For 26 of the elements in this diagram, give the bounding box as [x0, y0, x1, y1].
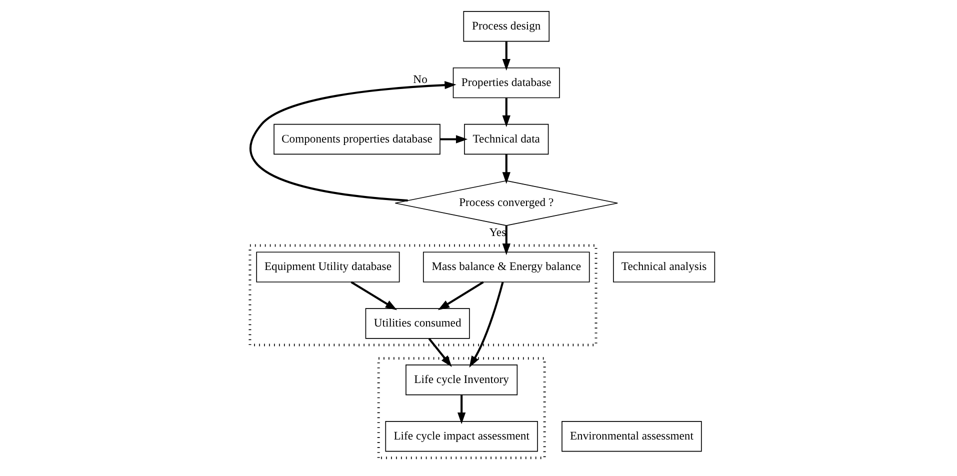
arrow	[468, 282, 504, 368]
arrow	[440, 135, 468, 144]
node-box: Components properties database	[273, 124, 440, 155]
arrow	[249, 81, 456, 202]
node-box: Utilities consumed	[364, 308, 470, 339]
node-diamond: Process converged ?	[394, 180, 618, 226]
node-box: Process design	[462, 11, 550, 42]
arrow	[502, 154, 510, 184]
arrow	[502, 42, 510, 71]
edge-label: Yes	[488, 226, 506, 239]
arrow	[457, 395, 466, 424]
cluster	[376, 357, 546, 460]
arrow	[502, 226, 510, 256]
edge-label: No	[412, 72, 427, 86]
node-box: Technical analysis	[612, 252, 715, 282]
node-box: Properties database	[452, 67, 560, 98]
arrow	[428, 338, 452, 368]
arrow	[350, 281, 397, 310]
node-box: Technical data	[464, 124, 548, 155]
node-box: Mass balance & Energy balance	[422, 252, 590, 282]
node-box: Life cycle impact assessment	[384, 420, 538, 452]
node-box: Life cycle Inventory	[405, 364, 518, 396]
arrow	[437, 281, 484, 310]
node-box: Equipment Utility database	[256, 252, 400, 282]
node-box: Environmental assessment	[561, 420, 702, 452]
arrow	[502, 98, 510, 128]
